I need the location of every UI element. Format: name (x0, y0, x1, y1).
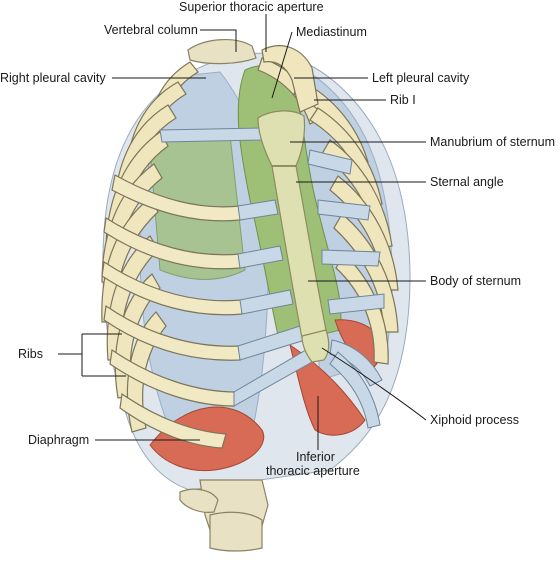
label-right-pleural-cavity: Right pleural cavity (0, 71, 106, 85)
label-body-of-sternum: Body of sternum (430, 274, 521, 288)
xiphoid-shape (301, 329, 330, 363)
label-xiphoid-process: Xiphoid process (430, 413, 519, 427)
label-inferior-thoracic-aperture-2: thoracic aperture (266, 464, 360, 478)
lower-vertebra-2 (209, 511, 263, 552)
cartilage-l-1 (307, 149, 353, 175)
costal-margin (329, 351, 381, 429)
upper-vertebra (187, 39, 257, 65)
label-sternal-angle: Sternal angle (430, 175, 504, 189)
label-vertebral-column: Vertebral column (104, 23, 198, 37)
leader-lines (58, 14, 427, 450)
label-diaphragm: Diaphragm (28, 433, 89, 447)
costal-cartilages (159, 127, 385, 429)
thoracic-cage-drawing (101, 39, 411, 552)
label-ribs: Ribs (18, 347, 43, 361)
cartilage-r-3 (237, 245, 284, 269)
cartilage-r-4 (239, 289, 294, 315)
rib-r-9 (126, 311, 167, 433)
rib-fronts (101, 174, 243, 449)
cartilage-l-4 (327, 293, 385, 315)
spinous-process (179, 488, 219, 513)
label-inferior-thoracic-aperture-1: Inferior (296, 450, 335, 464)
label-manubrium-of-sternum: Manubrium of sternum (430, 135, 555, 149)
leader-mediastinum (271, 31, 293, 99)
manubrium-shape (257, 110, 306, 167)
labels: Superior thoracic aperture Vertebral col… (0, 0, 555, 478)
cartilage-r-1 (159, 127, 263, 143)
label-mediastinum: Mediastinum (296, 25, 367, 39)
cartilage-r-2 (237, 199, 279, 221)
label-superior-thoracic-aperture: Superior thoracic aperture (179, 0, 324, 14)
label-rib-1: Rib I (390, 93, 416, 107)
diaphragm-dome-shape (289, 343, 366, 436)
rib-1-front (261, 45, 319, 113)
leader-ribs (58, 333, 126, 377)
cartilage-l-2 (317, 199, 371, 221)
label-left-pleural-cavity: Left pleural cavity (372, 71, 470, 85)
leader-vertebral-column (200, 29, 237, 52)
rib-front-f (119, 392, 227, 449)
cartilage-l-3 (321, 249, 381, 267)
leader-xiphoid-process (321, 347, 427, 421)
